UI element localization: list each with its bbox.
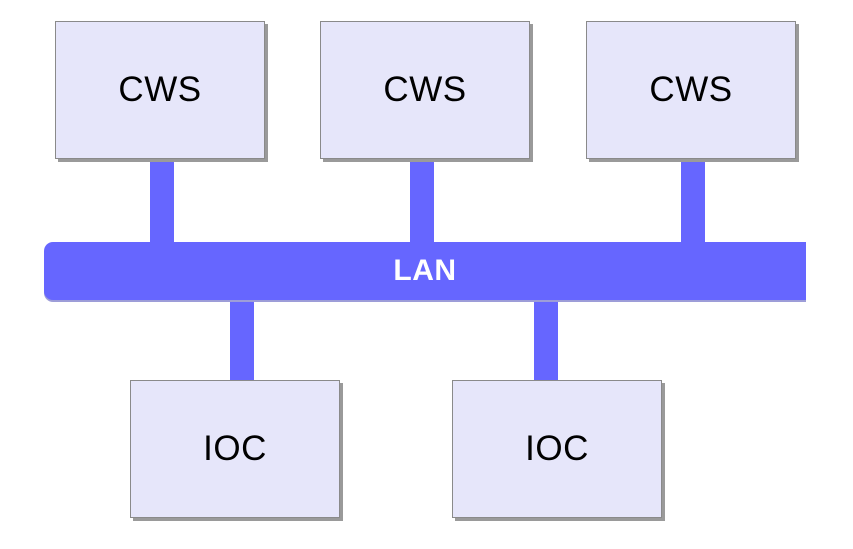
cws-node-1: CWS	[55, 21, 265, 159]
connector-cws-3-to-lan	[681, 160, 705, 244]
lan-bus: LAN	[44, 242, 806, 300]
connector-cws-2-to-lan	[410, 160, 434, 244]
connector-lan-to-ioc-2	[534, 298, 558, 382]
ioc-node-2-label: IOC	[525, 429, 589, 468]
cws-node-2: CWS	[320, 21, 530, 159]
lan-bus-label: LAN	[393, 254, 457, 287]
ioc-node-2: IOC	[452, 380, 662, 518]
connector-cws-1-to-lan	[150, 160, 174, 244]
ioc-node-1-label: IOC	[203, 429, 267, 468]
cws-node-1-label: CWS	[118, 70, 202, 109]
connector-lan-to-ioc-1	[230, 298, 254, 382]
cws-node-2-label: CWS	[383, 70, 467, 109]
ioc-node-1: IOC	[130, 380, 340, 518]
cws-node-3: CWS	[586, 21, 796, 159]
cws-node-3-label: CWS	[649, 70, 733, 109]
